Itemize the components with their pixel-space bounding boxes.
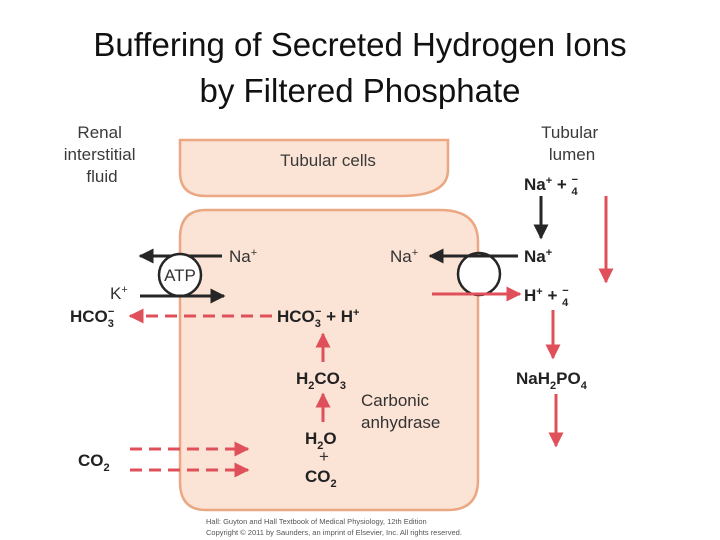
plus-sign: + bbox=[319, 447, 329, 466]
tubular-lumen-label: Tubular lumen bbox=[541, 123, 603, 164]
title-line-1: Buffering of Secreted Hydrogen Ions bbox=[93, 26, 627, 63]
lumen-na-plus: Na+ bbox=[524, 247, 552, 266]
carbonic-anhydrase-label: Carbonic anhydrase bbox=[361, 391, 440, 432]
cell-na-plus-apical: Na+ bbox=[390, 247, 418, 266]
tubular-cell-upper bbox=[178, 138, 450, 198]
cell-h2co3: H2CO3 bbox=[296, 369, 346, 392]
credit-line-1: Hall: Guyton and Hall Textbook of Medica… bbox=[206, 517, 427, 526]
lumen-na-nahpo4-top: Na+ + 4− bbox=[524, 174, 579, 198]
interstitial-co2: CO2 bbox=[78, 451, 110, 474]
title-line-2: by Filtered Phosphate bbox=[199, 72, 521, 109]
cell-hco3-plus-h: HCO3− + H+ bbox=[277, 306, 359, 330]
atp-label: ATP bbox=[164, 266, 196, 285]
interstitial-k-plus: K+ bbox=[110, 284, 128, 303]
renal-interstitial-fluid-label: Renal interstitial fluid bbox=[64, 123, 141, 186]
lumen-h-nahpo4: H+ + 4− bbox=[524, 285, 569, 309]
interstitial-hco3: HCO3− bbox=[70, 306, 114, 330]
tubular-cells-label: Tubular cells bbox=[280, 151, 376, 170]
cell-na-plus-basolateral: Na+ bbox=[229, 247, 257, 266]
tubular-cell-lower bbox=[178, 208, 480, 512]
cell-h2o: H2O bbox=[305, 429, 337, 452]
credit-line-2: Copyright © 2011 by Saunders, an imprint… bbox=[206, 528, 462, 537]
cell-co2: CO2 bbox=[305, 467, 337, 490]
na-h-exchanger bbox=[456, 251, 502, 297]
lumen-nah2po4: NaH2PO4 bbox=[516, 369, 588, 392]
slide-title: Buffering of Secreted Hydrogen Ions by F… bbox=[0, 22, 720, 114]
